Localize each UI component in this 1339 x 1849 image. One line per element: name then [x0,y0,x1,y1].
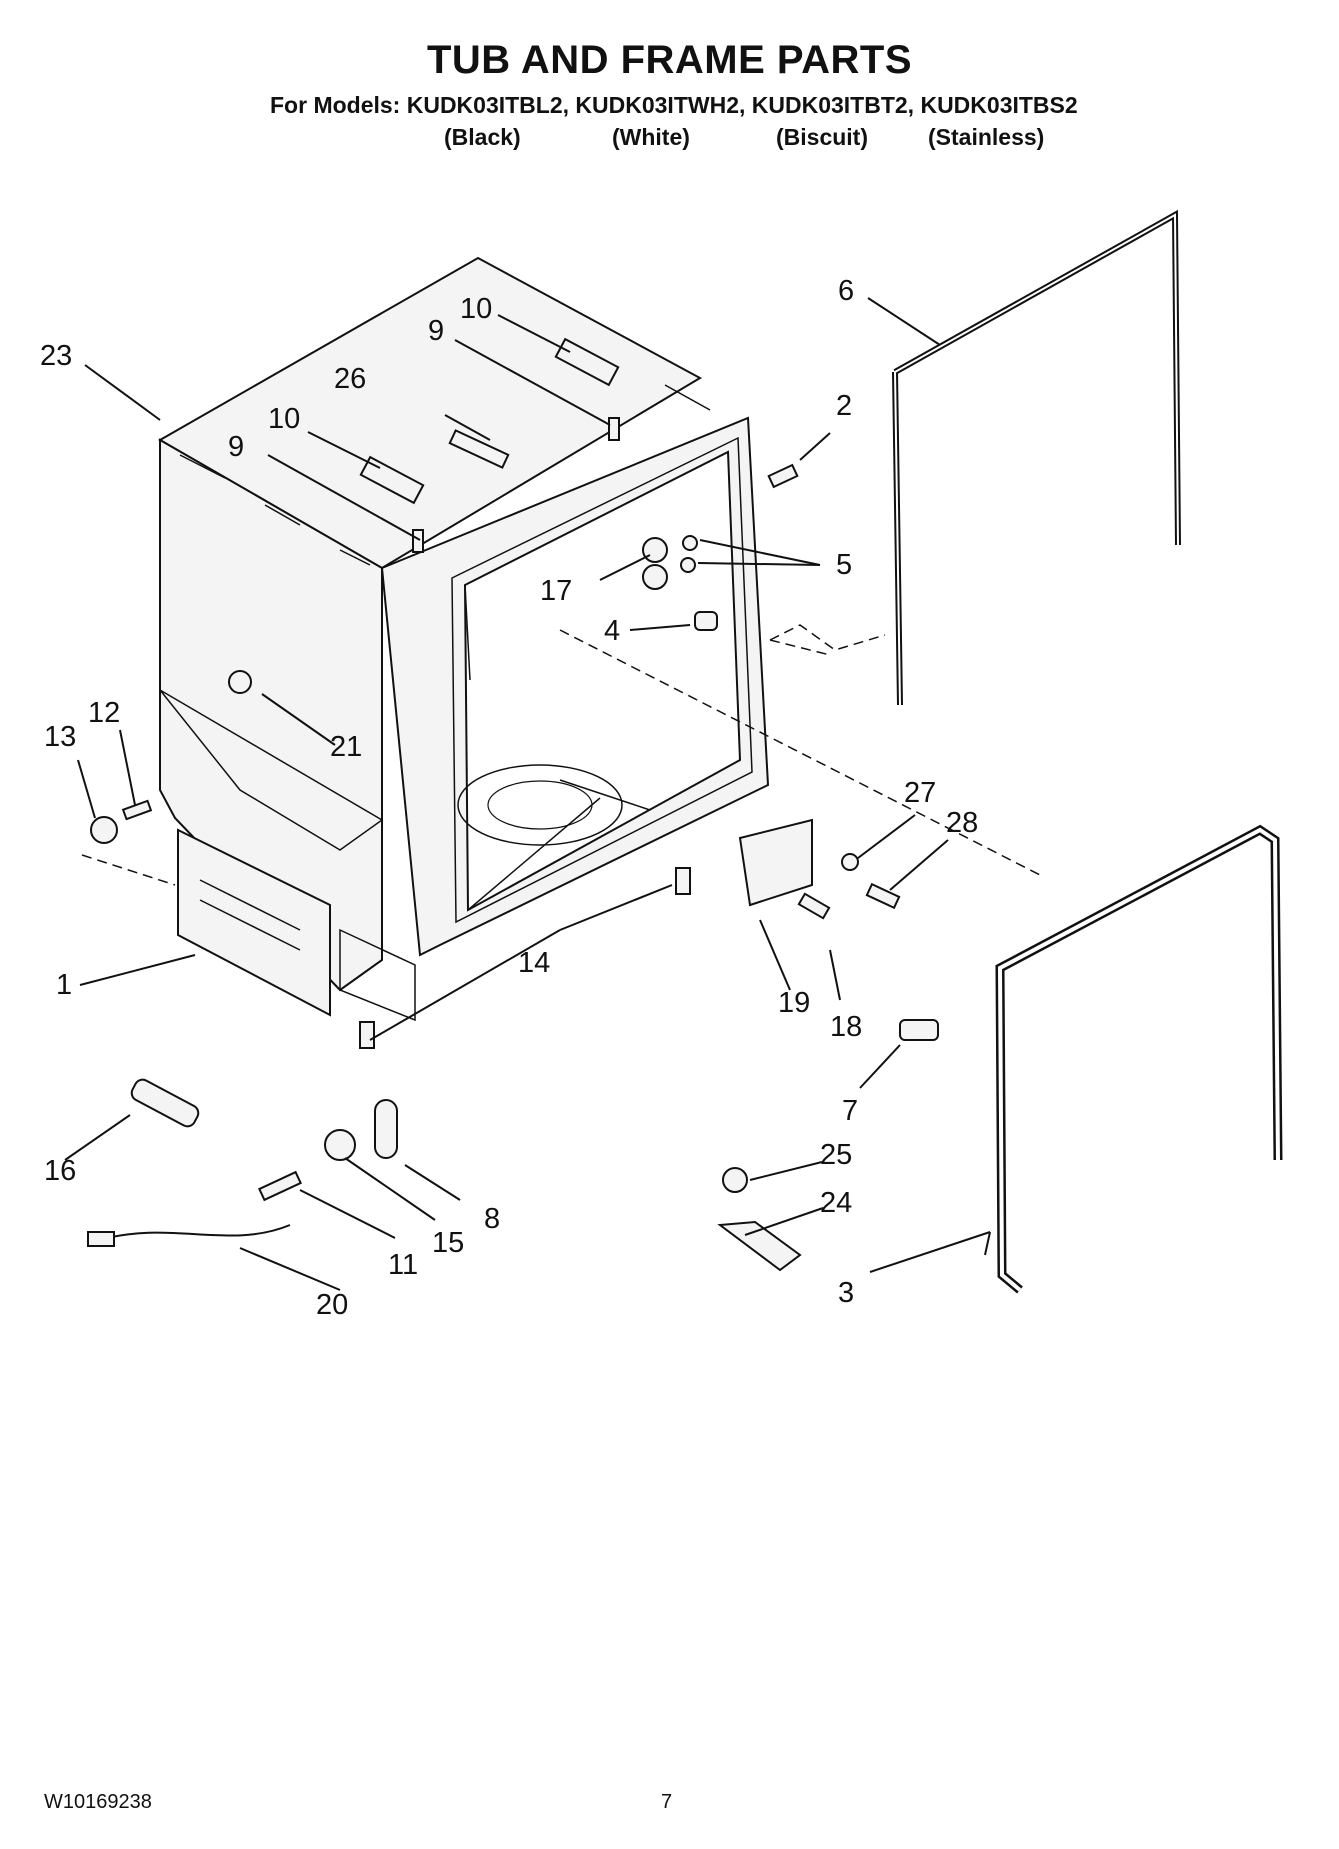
page-title: TUB AND FRAME PARTS [426,38,913,82]
callout-8: 8 [484,1203,500,1235]
callout-14: 14 [518,947,550,979]
callout-labels: 23 1 2 3 4 5 6 7 8 9 9 10 10 11 12 13 14… [40,275,978,1321]
small-parts [87,337,939,1272]
callout-1: 1 [56,969,72,1001]
washer-icon [682,535,698,551]
callout-19: 19 [778,987,810,1019]
callout-17: 17 [540,575,572,607]
finish-white: (White) [612,124,690,150]
leader-lines [64,297,991,1291]
callout-7: 7 [842,1095,858,1127]
callout-24: 24 [820,1187,852,1219]
clip-icon [448,429,510,469]
seal-clip-icon [899,1019,939,1041]
finish-stainless: (Stainless) [928,124,1045,150]
callout-16: 16 [44,1155,76,1187]
spray-arm-well [457,764,623,846]
grommet-icon [642,537,668,563]
finish-biscuit: (Biscuit) [776,124,868,150]
callout-11: 11 [388,1249,418,1281]
bracket-icon [359,455,425,505]
mounting-bracket-icon [738,818,813,907]
spring-icon [130,1078,200,1128]
base-frame-left [177,828,331,1017]
callout-6: 6 [838,275,854,307]
callout-9-upper: 9 [428,315,444,347]
callout-2: 2 [836,390,852,422]
link-icon [374,1099,398,1159]
door-gasket-top [893,209,1181,546]
pulley-icon [324,1129,356,1161]
tub-opening [463,450,742,912]
door-cable-icon [99,1224,291,1241]
callout-4: 4 [604,615,620,647]
finish-black: (Black) [444,124,521,150]
callout-20: 20 [316,1289,348,1321]
switch-icon [722,1167,748,1193]
side-plug-icon [228,670,252,694]
callout-18: 18 [830,1011,862,1043]
callout-10-upper: 10 [460,293,492,325]
callout-9-lower: 9 [228,431,244,463]
callout-23: 23 [40,340,72,372]
callout-5: 5 [836,549,852,581]
callout-28: 28 [946,807,978,839]
page-number: 7 [661,1791,673,1813]
switch-bracket-icon [717,1220,802,1272]
document-number: W10169238 [44,1791,152,1813]
side-panel-cutout [159,689,384,851]
tub-assembly [157,256,770,1022]
callout-15: 15 [432,1227,464,1259]
nut-icon [90,816,118,844]
callout-12: 12 [88,697,120,729]
callout-25: 25 [820,1139,852,1171]
bracket-screw-icon [412,529,424,553]
bottom-seal [995,824,1283,1294]
leveling-leg-icon [675,867,691,895]
callout-10-lower: 10 [268,403,300,435]
plug-icon [694,611,718,631]
tub-gasket-channel [451,436,753,924]
alignment-lines [81,624,1041,886]
callout-21: 21 [330,731,362,763]
models-line: For Models: KUDK03ITBL2, KUDK03ITWH2, KU… [270,92,1078,118]
callout-27: 27 [904,777,936,809]
screw-icon [767,463,799,489]
callout-26: 26 [334,363,366,395]
callout-13: 13 [44,721,76,753]
callout-3: 3 [838,1277,854,1309]
